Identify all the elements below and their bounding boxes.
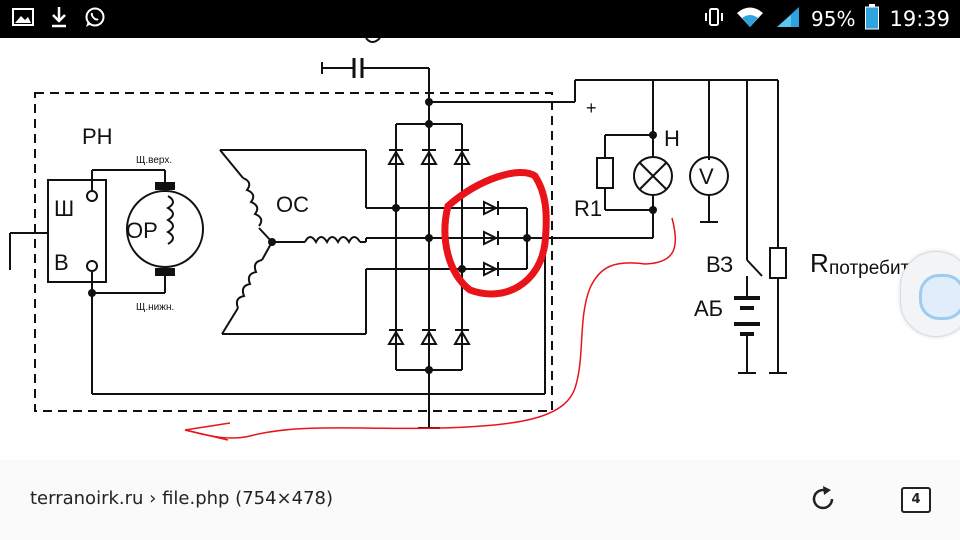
signal-icon <box>775 5 801 33</box>
url-text[interactable]: terranoirk.ru › file.php (754×478) <box>30 488 334 509</box>
clock: 19:39 <box>889 7 950 31</box>
browser-bottom-bar: terranoirk.ru › file.php (754×478) 4 <box>0 460 960 540</box>
battery-percent: 95% <box>811 7 856 31</box>
label-v: В <box>54 250 69 275</box>
label-sh: Ш <box>54 196 74 221</box>
label-field-winding: ОР <box>126 218 158 243</box>
label-plus: + <box>586 98 597 118</box>
label-voltmeter: V <box>699 164 714 189</box>
label-brush-bottom: Щ.нижн. <box>136 302 174 313</box>
tab-count: 4 <box>901 487 931 513</box>
label-battery: АБ <box>694 296 723 321</box>
whatsapp-icon <box>84 6 106 32</box>
image-icon <box>12 7 34 31</box>
battery-icon <box>865 4 880 34</box>
annotation-arrow-head <box>184 422 231 441</box>
floating-assistant-button[interactable] <box>900 251 960 337</box>
wifi-icon <box>735 5 765 33</box>
reload-button[interactable] <box>808 484 838 514</box>
label-regulator: РН <box>82 124 113 149</box>
generator-boundary <box>34 92 553 412</box>
label-resistor: R1 <box>574 196 602 221</box>
label-brush-top: Щ.верх. <box>136 155 172 166</box>
annotation-circle <box>441 169 550 298</box>
image-viewer[interactable]: РН Ш В ОР Щ.верх. Щ.нижн. ОС + Н R1 V ВЗ… <box>0 38 960 460</box>
label-load-r: R <box>810 248 829 278</box>
vibrate-icon <box>703 6 725 32</box>
label-stator: ОС <box>276 192 309 217</box>
tabs-button[interactable]: 4 <box>899 483 931 515</box>
brush-bottom <box>155 268 175 276</box>
label-switch: ВЗ <box>706 252 733 277</box>
assistant-bubble-icon <box>919 274 960 320</box>
circuit-diagram: РН Ш В ОР Щ.верх. Щ.нижн. ОС + Н R1 V ВЗ… <box>9 38 941 441</box>
annotation-arrow-path <box>184 217 677 439</box>
brush-top <box>155 182 175 190</box>
label-lamp: Н <box>664 126 680 151</box>
reload-icon <box>812 486 834 510</box>
status-bar: 95% 19:39 <box>0 0 960 38</box>
download-icon <box>50 6 68 32</box>
